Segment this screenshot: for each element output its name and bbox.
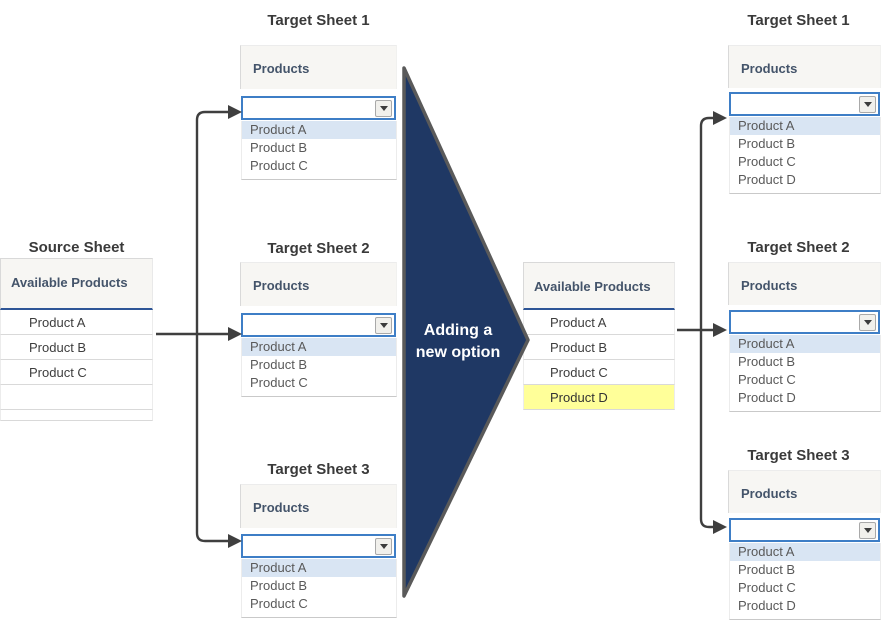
table-row: Product C — [0, 360, 153, 385]
target-sheet-2-before-title: Target Sheet 2 — [267, 240, 370, 257]
dropdown-button[interactable] — [375, 537, 392, 555]
dropdown-option[interactable]: Product C — [738, 154, 796, 169]
table-row: Product A — [523, 310, 675, 335]
target-sheet-1-after-title: Target Sheet 1 — [747, 12, 850, 29]
source-sheet-title: Source Sheet — [28, 239, 125, 256]
highlighted-product-row: Product D — [523, 385, 675, 410]
arrowhead-icon — [713, 520, 727, 534]
dropdown-options: Product A Product B Product C — [241, 121, 397, 180]
products-dropdown[interactable] — [729, 92, 880, 116]
products-dropdown[interactable] — [241, 534, 396, 558]
products-dropdown[interactable] — [729, 518, 880, 542]
updated-available-products: Available Products Product A Product B P… — [523, 262, 675, 410]
table-row: Product C — [523, 360, 675, 385]
dropdown-option[interactable]: Product B — [250, 357, 308, 372]
caret-down-icon — [863, 527, 872, 533]
dropdown-options: Product A Product B Product C Product D — [729, 335, 881, 412]
dropdown-option[interactable]: Product D — [738, 172, 796, 187]
arrowhead-icon — [228, 105, 242, 119]
caret-down-icon — [863, 319, 872, 325]
target-sheet-1-before-title: Target Sheet 1 — [267, 12, 370, 29]
caret-down-icon — [379, 543, 388, 549]
target-sheet-3-before-title: Target Sheet 3 — [267, 461, 370, 478]
dropdown-button[interactable] — [375, 316, 392, 334]
dropdown-option[interactable]: Product A — [730, 335, 880, 353]
dropdown-option[interactable]: Product C — [250, 158, 308, 173]
products-header: Products — [240, 484, 397, 528]
target-sheet-2-after-title: Target Sheet 2 — [747, 239, 850, 256]
dropdown-option[interactable]: Product C — [738, 580, 796, 595]
dropdown-options: Product A Product B Product C — [241, 338, 397, 397]
dropdown-button[interactable] — [859, 95, 876, 113]
dropdown-option[interactable]: Product A — [730, 543, 880, 561]
products-header: Products — [240, 45, 397, 89]
dropdown-option[interactable]: Product A — [242, 559, 396, 577]
dropdown-option[interactable]: Product D — [738, 598, 796, 613]
dropdown-option[interactable]: Product B — [250, 578, 308, 593]
dropdown-button[interactable] — [859, 521, 876, 539]
dropdown-option[interactable]: Product B — [738, 136, 796, 151]
available-products-header: Available Products — [0, 258, 153, 310]
transition-arrow-label: Adding a new option — [415, 322, 501, 361]
products-header: Products — [728, 262, 881, 305]
table-row-empty — [0, 385, 153, 410]
target-sheet-3-after-title: Target Sheet 3 — [747, 447, 850, 464]
dropdown-option[interactable]: Product A — [242, 121, 396, 139]
available-products-header: Available Products — [523, 262, 675, 310]
dropdown-button[interactable] — [859, 313, 876, 331]
products-dropdown[interactable] — [241, 96, 396, 120]
products-header: Products — [728, 470, 881, 513]
dropdown-option[interactable]: Product B — [738, 562, 796, 577]
table-row: Product B — [0, 335, 153, 360]
dropdown-option[interactable]: Product A — [242, 338, 396, 356]
dropdown-option[interactable]: Product A — [730, 117, 880, 135]
dropdown-option[interactable]: Product B — [250, 140, 308, 155]
table-row: Product A — [0, 310, 153, 335]
dropdown-option[interactable]: Product C — [738, 372, 796, 387]
list-to-targets-connectors — [677, 116, 714, 529]
source-to-targets-connectors — [156, 110, 228, 543]
source-sheet-table: Available Products Product A Product B P… — [0, 258, 153, 421]
dropdown-button[interactable] — [375, 99, 392, 117]
arrowheads-right — [713, 111, 727, 534]
caret-down-icon — [379, 322, 388, 328]
dropdown-options: Product A Product B Product C Product D — [729, 117, 881, 194]
arrowheads-left — [228, 105, 242, 548]
dropdown-option[interactable]: Product C — [250, 375, 308, 390]
arrowhead-icon — [713, 111, 727, 125]
dropdown-option[interactable]: Product B — [738, 354, 796, 369]
dropdown-option[interactable]: Product C — [250, 596, 308, 611]
arrowhead-icon — [228, 534, 242, 548]
table-row-empty — [0, 410, 153, 421]
products-dropdown[interactable] — [241, 313, 396, 337]
dropdown-option[interactable]: Product D — [738, 390, 796, 405]
products-dropdown[interactable] — [729, 310, 880, 334]
caret-down-icon — [863, 101, 872, 107]
dropdown-options: Product A Product B Product C — [241, 559, 397, 618]
arrowhead-icon — [228, 327, 242, 341]
arrowhead-icon — [713, 323, 727, 337]
table-row: Product B — [523, 335, 675, 360]
products-header: Products — [728, 45, 881, 88]
caret-down-icon — [379, 105, 388, 111]
products-header: Products — [240, 262, 397, 306]
dropdown-options: Product A Product B Product C Product D — [729, 543, 881, 620]
